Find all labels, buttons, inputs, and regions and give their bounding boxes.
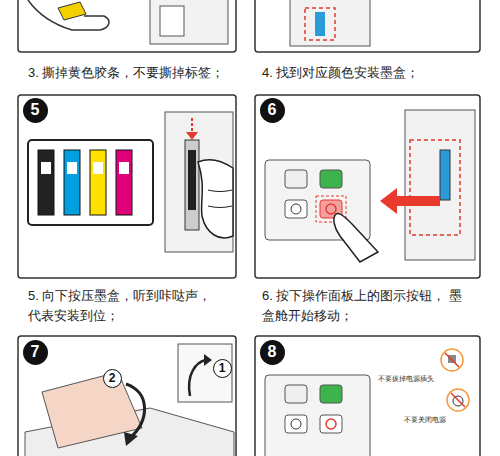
callout-circle: 1 xyxy=(213,359,232,378)
cartridge-label xyxy=(160,6,184,36)
magenta-cartridge xyxy=(116,150,132,215)
cartridge-label xyxy=(93,162,103,174)
panel-7 xyxy=(18,336,236,456)
step-caption: 5. 向下按压墨盒，听到咔哒声， 代表安装到位； xyxy=(28,286,220,326)
plug-warning-icon xyxy=(441,349,463,371)
close-arrowhead xyxy=(124,432,138,446)
finger-lines xyxy=(208,190,232,208)
red-arrow xyxy=(380,188,440,214)
panel-frame xyxy=(255,336,480,456)
cartridge-label xyxy=(41,162,51,174)
warning-note: 不要关闭电源 xyxy=(404,415,446,424)
hand-outline xyxy=(28,0,109,30)
callout-number: 2 xyxy=(109,372,116,384)
cartridge-label xyxy=(119,162,129,174)
printer-body xyxy=(165,112,233,252)
power-icon xyxy=(291,204,301,214)
green-button xyxy=(320,170,342,188)
panel-6 xyxy=(255,95,480,278)
panel-frame xyxy=(18,0,236,52)
panel-8 xyxy=(255,336,480,456)
stop-button xyxy=(320,415,342,433)
warning-note: 不要拔掉电源插头 xyxy=(378,374,434,383)
hand-pointer xyxy=(334,214,378,262)
power-button xyxy=(285,200,307,218)
cartridge-slot xyxy=(185,140,199,230)
step-caption: 4. 找到对应颜色安装墨盒； xyxy=(262,64,419,81)
button xyxy=(285,385,307,403)
button xyxy=(285,170,307,188)
step-number-circle: 6 xyxy=(260,98,285,123)
flip-arrow xyxy=(189,360,206,396)
black-cartridge xyxy=(38,150,54,215)
callout-number: 1 xyxy=(219,362,226,374)
inset-box xyxy=(178,344,232,402)
flip-arrowhead xyxy=(204,354,212,366)
power-warning-icon xyxy=(447,389,469,411)
power-icon xyxy=(291,419,301,429)
stop-icon xyxy=(326,204,336,214)
highlight-box xyxy=(305,8,335,40)
prohibit-slash xyxy=(445,353,459,367)
printer-body xyxy=(290,0,370,46)
stop-icon xyxy=(326,419,336,429)
step-caption: 3. 撕掉黄色胶条，不要撕掉标签； xyxy=(28,64,224,81)
cyan-cartridge xyxy=(64,150,80,215)
cartridge xyxy=(315,12,325,36)
step-caption: 6. 按下操作面板上的图示按钮， 墨盒舱开始移动； xyxy=(262,286,467,326)
cartridge-holder xyxy=(28,140,153,225)
cartridge-bay xyxy=(410,140,460,235)
step-number-circle: 5 xyxy=(23,98,48,123)
step-number: 7 xyxy=(31,344,40,360)
panel-frame xyxy=(18,95,236,278)
panel-4 xyxy=(255,0,480,52)
close-arrow xyxy=(126,384,145,438)
yellow-cartridge xyxy=(90,150,106,215)
press-arrowhead xyxy=(186,132,198,140)
yellow-tape xyxy=(58,2,86,20)
step-number-circle: 7 xyxy=(23,340,48,365)
panel-frame xyxy=(255,0,480,52)
cartridge xyxy=(188,150,196,210)
step-number-circle: 8 xyxy=(260,340,285,365)
panel-frame xyxy=(18,336,236,456)
cartridge xyxy=(440,150,450,200)
cartridge-body xyxy=(150,0,228,44)
step-number: 8 xyxy=(268,344,277,360)
printer-body xyxy=(405,110,475,260)
hand xyxy=(198,160,233,238)
step-number: 6 xyxy=(268,102,277,118)
panel-5 xyxy=(18,95,236,278)
power-button xyxy=(285,415,307,433)
panel-3 xyxy=(18,0,236,52)
control-panel xyxy=(265,375,370,456)
green-button xyxy=(320,385,342,403)
prohibit-slash xyxy=(451,393,465,407)
step-number: 5 xyxy=(31,102,40,118)
cartridge-label xyxy=(67,162,77,174)
press-arrow xyxy=(191,118,193,132)
callout-circle: 2 xyxy=(103,369,122,388)
panel-frame xyxy=(255,95,480,278)
